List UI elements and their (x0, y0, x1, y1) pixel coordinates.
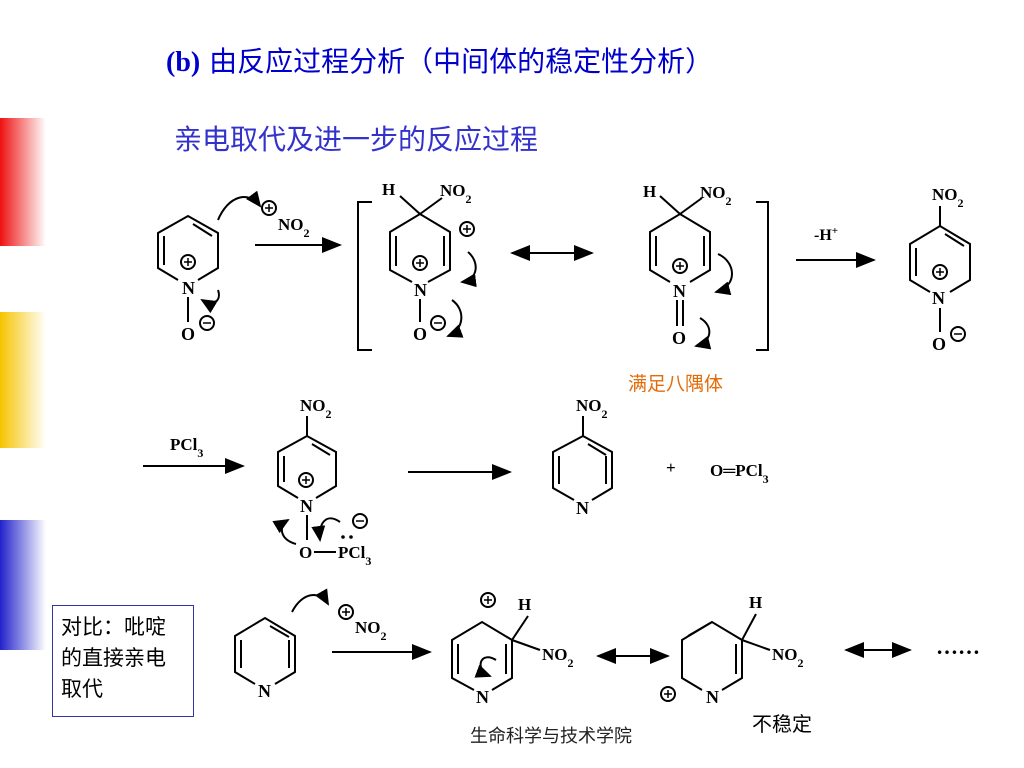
svg-text:N: N (182, 278, 195, 298)
svg-text:N: N (673, 281, 686, 301)
plus-sign: + (666, 458, 676, 477)
svg-text:O: O (932, 334, 946, 354)
deprotonation-label: -H+ (814, 225, 838, 244)
pyridine-sigma-complex-2: H NO2 N (660, 593, 804, 707)
svg-text:NO2: NO2 (355, 618, 387, 643)
svg-text:NO2: NO2 (700, 183, 732, 208)
pyridine-n-oxide: N O (157, 190, 262, 344)
svg-text:O: O (299, 543, 312, 562)
svg-text:H: H (382, 180, 395, 199)
svg-text:N: N (414, 280, 427, 300)
svg-text:NO2: NO2 (772, 645, 804, 670)
svg-text:N: N (932, 288, 945, 308)
svg-text:NO2: NO2 (440, 181, 472, 206)
yellow-side-bar (0, 312, 46, 448)
blue-side-bar (0, 520, 46, 650)
nitropyridine-n-oxide-pcl3: NO2 N O PCl3 (272, 396, 371, 568)
pcl3-reagent: PCl3 (170, 435, 203, 460)
pyridine-sigma-complex-1: H NO2 N (451, 592, 574, 707)
svg-text:N: N (476, 687, 489, 707)
nitronium-ion: NO2 (261, 200, 310, 240)
pyridine: N (234, 588, 329, 701)
svg-text:O: O (672, 328, 686, 348)
svg-text:PCl3: PCl3 (338, 543, 371, 568)
svg-text:H: H (749, 593, 762, 612)
nitropyridine-n-oxide: NO2 N O (909, 185, 971, 354)
slide-subtitle: 亲电取代及进一步的反应过程 (174, 123, 539, 156)
svg-text:NO2: NO2 (576, 396, 608, 421)
slide-title: (b) 由反应过程分析（中间体的稳定性分析） (166, 45, 714, 78)
4-nitropyridine: NO2 N (552, 396, 613, 518)
ellipsis: …… (936, 634, 980, 659)
comparison-box: 对比：吡啶的直接亲电取代 (52, 605, 194, 717)
sigma-complex-2: H NO2 N O (643, 182, 733, 350)
svg-text:H: H (518, 595, 531, 614)
svg-text:NO2: NO2 (278, 215, 310, 240)
svg-text:N: N (258, 681, 271, 701)
phosphoryl-chloride: O═PCl3 (710, 461, 769, 486)
red-side-bar (0, 118, 46, 246)
svg-text:N: N (706, 687, 719, 707)
footer-institution: 生命科学与技术学院 (470, 726, 632, 747)
svg-text:O: O (181, 324, 195, 344)
octet-label: 满足八隅体 (628, 373, 724, 395)
svg-text:N: N (576, 498, 589, 518)
svg-text:H: H (643, 182, 656, 201)
svg-text:NO2: NO2 (932, 185, 964, 210)
svg-text:NO2: NO2 (300, 396, 332, 421)
sigma-complex-1: H NO2 N O (382, 180, 477, 344)
svg-text:O: O (413, 324, 427, 344)
svg-text:N: N (300, 496, 313, 516)
nitronium-ion-2: NO2 (338, 604, 387, 643)
unstable-label: 不稳定 (752, 712, 812, 736)
svg-text:NO2: NO2 (542, 645, 574, 670)
